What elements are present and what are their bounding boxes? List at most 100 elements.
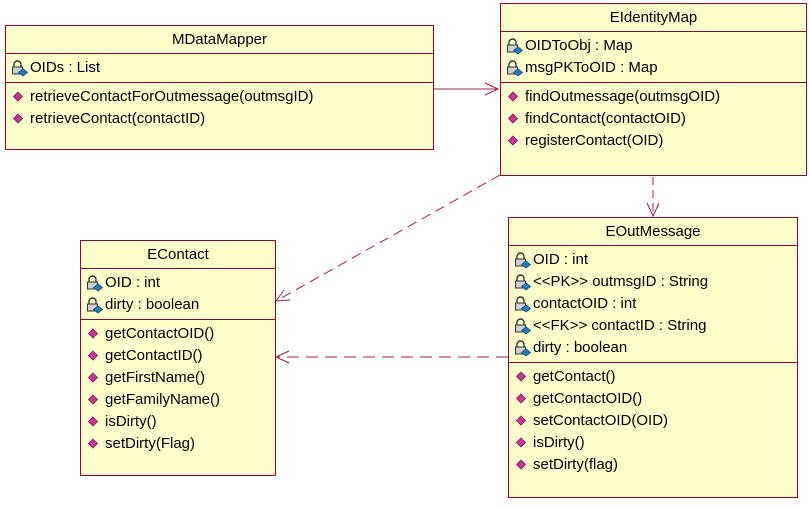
operation-row: findOutmessage(outmsgOID) <box>505 86 802 108</box>
operation-compartment: findOutmessage(outmsgOID) findContact(co… <box>501 83 806 155</box>
operation-row: getFirstName() <box>85 367 271 389</box>
attribute-label: contactOID : int <box>533 295 637 312</box>
attribute-label: OID : int <box>533 251 589 268</box>
class-name: EOutMessage <box>509 218 797 246</box>
operation-compartment: getContact() getContactOID() setContactO… <box>509 363 797 479</box>
attribute-compartment: OIDs : List <box>6 54 433 83</box>
class-name: MDataMapper <box>6 26 433 54</box>
attribute-row: <<FK>> contactID : String <box>513 315 793 337</box>
public-operation-diamond-icon <box>85 436 105 453</box>
public-operation-diamond-icon <box>85 414 105 431</box>
private-attribute-lock-icon <box>85 274 105 292</box>
public-operation-diamond-icon <box>505 133 525 150</box>
private-attribute-lock-icon <box>513 295 533 313</box>
public-operation-diamond-icon <box>85 348 105 365</box>
attribute-label: OIDToObj : Map <box>525 37 633 54</box>
arrowhead-eoutmessage <box>646 202 660 218</box>
attribute-label: <<PK>> outmsgID : String <box>533 273 709 290</box>
operation-row: retrieveContact(contactID) <box>10 108 429 130</box>
attribute-label: dirty : boolean <box>105 296 200 313</box>
arrowhead-econtact-lower <box>274 350 290 364</box>
private-attribute-lock-icon <box>85 296 105 314</box>
operation-row: findContact(contactOID) <box>505 108 802 130</box>
operation-label: registerContact(OID) <box>525 132 664 149</box>
attribute-row: msgPKToOID : Map <box>505 57 802 79</box>
private-attribute-lock-icon <box>513 317 533 335</box>
operation-label: getContact() <box>533 368 616 385</box>
operation-label: findOutmessage(outmsgOID) <box>525 88 721 105</box>
public-operation-diamond-icon <box>505 111 525 128</box>
public-operation-diamond-icon <box>85 326 105 343</box>
operation-compartment: retrieveContactForOutmessage(outmsgID) r… <box>6 83 433 133</box>
class-econtact[interactable]: EContact OID : int dirty : boolean getCo… <box>80 240 276 476</box>
public-operation-diamond-icon <box>513 457 533 474</box>
attribute-row: dirty : boolean <box>513 337 793 359</box>
attribute-row: dirty : boolean <box>85 294 271 316</box>
attribute-row: OIDs : List <box>10 57 429 79</box>
attribute-row: OID : int <box>513 249 793 271</box>
attribute-compartment: OID : int dirty : boolean <box>81 269 275 320</box>
operation-row: isDirty() <box>513 432 793 454</box>
operation-label: setDirty(flag) <box>533 456 619 473</box>
public-operation-diamond-icon <box>513 391 533 408</box>
class-eidentitymap[interactable]: EIdentityMap OIDToObj : Map msgPKToOID :… <box>500 3 807 176</box>
attribute-label: <<FK>> contactID : String <box>533 317 707 334</box>
arrowhead-eidentitymap <box>484 82 500 96</box>
attribute-row: <<PK>> outmsgID : String <box>513 271 793 293</box>
class-name: EIdentityMap <box>501 4 806 32</box>
operation-compartment: getContactOID() getContactID() getFirstN… <box>81 320 275 458</box>
public-operation-diamond-icon <box>513 413 533 430</box>
operation-row: registerContact(OID) <box>505 130 802 152</box>
operation-row: setDirty(Flag) <box>85 433 271 455</box>
attribute-row: OID : int <box>85 272 271 294</box>
arrowhead-econtact-upper <box>274 289 291 302</box>
class-mdatamapper[interactable]: MDataMapper OIDs : List retrieveContactF… <box>5 25 434 150</box>
private-attribute-lock-icon <box>10 59 30 77</box>
public-operation-diamond-icon <box>513 369 533 386</box>
public-operation-diamond-icon <box>10 89 30 106</box>
public-operation-diamond-icon <box>85 370 105 387</box>
attribute-label: msgPKToOID : Map <box>525 59 658 76</box>
public-operation-diamond-icon <box>10 111 30 128</box>
private-attribute-lock-icon <box>513 339 533 357</box>
private-attribute-lock-icon <box>505 59 525 77</box>
public-operation-diamond-icon <box>505 89 525 106</box>
public-operation-diamond-icon <box>85 392 105 409</box>
operation-row: getFamilyName() <box>85 389 271 411</box>
private-attribute-lock-icon <box>513 251 533 269</box>
operation-label: findContact(contactOID) <box>525 110 686 127</box>
public-operation-diamond-icon <box>513 435 533 452</box>
operation-label: setDirty(Flag) <box>105 435 196 452</box>
attribute-row: OIDToObj : Map <box>505 35 802 57</box>
operation-label: getContactOID() <box>105 325 215 342</box>
attribute-compartment: OID : int <<PK>> outmsgID : String conta… <box>509 246 797 363</box>
operation-row: getContactOID() <box>85 323 271 345</box>
operation-label: isDirty() <box>533 434 585 451</box>
operation-row: isDirty() <box>85 411 271 433</box>
private-attribute-lock-icon <box>513 273 533 291</box>
operation-label: getFirstName() <box>105 369 206 386</box>
class-name: EContact <box>81 241 275 269</box>
private-attribute-lock-icon <box>505 37 525 55</box>
attribute-label: OIDs : List <box>30 59 101 76</box>
dependency-eidentitymap-to-econtact <box>275 174 501 302</box>
attribute-row: contactOID : int <box>513 293 793 315</box>
operation-label: getFamilyName() <box>105 391 221 408</box>
attribute-label: dirty : boolean <box>533 339 628 356</box>
operation-row: setDirty(flag) <box>513 454 793 476</box>
operation-row: getContactOID() <box>513 388 793 410</box>
operation-row: retrieveContactForOutmessage(outmsgID) <box>10 86 429 108</box>
operation-row: getContactID() <box>85 345 271 367</box>
operation-label: setContactOID(OID) <box>533 412 669 429</box>
operation-label: getContactOID() <box>533 390 643 407</box>
attribute-compartment: OIDToObj : Map msgPKToOID : Map <box>501 32 806 83</box>
class-eoutmessage[interactable]: EOutMessage OID : int <<PK>> outmsgID : … <box>508 217 798 498</box>
operation-label: retrieveContact(contactID) <box>30 110 206 127</box>
operation-label: isDirty() <box>105 413 157 430</box>
operation-row: setContactOID(OID) <box>513 410 793 432</box>
operation-label: retrieveContactForOutmessage(outmsgID) <box>30 88 314 105</box>
attribute-label: OID : int <box>105 274 161 291</box>
operation-label: getContactID() <box>105 347 203 364</box>
operation-row: getContact() <box>513 366 793 388</box>
